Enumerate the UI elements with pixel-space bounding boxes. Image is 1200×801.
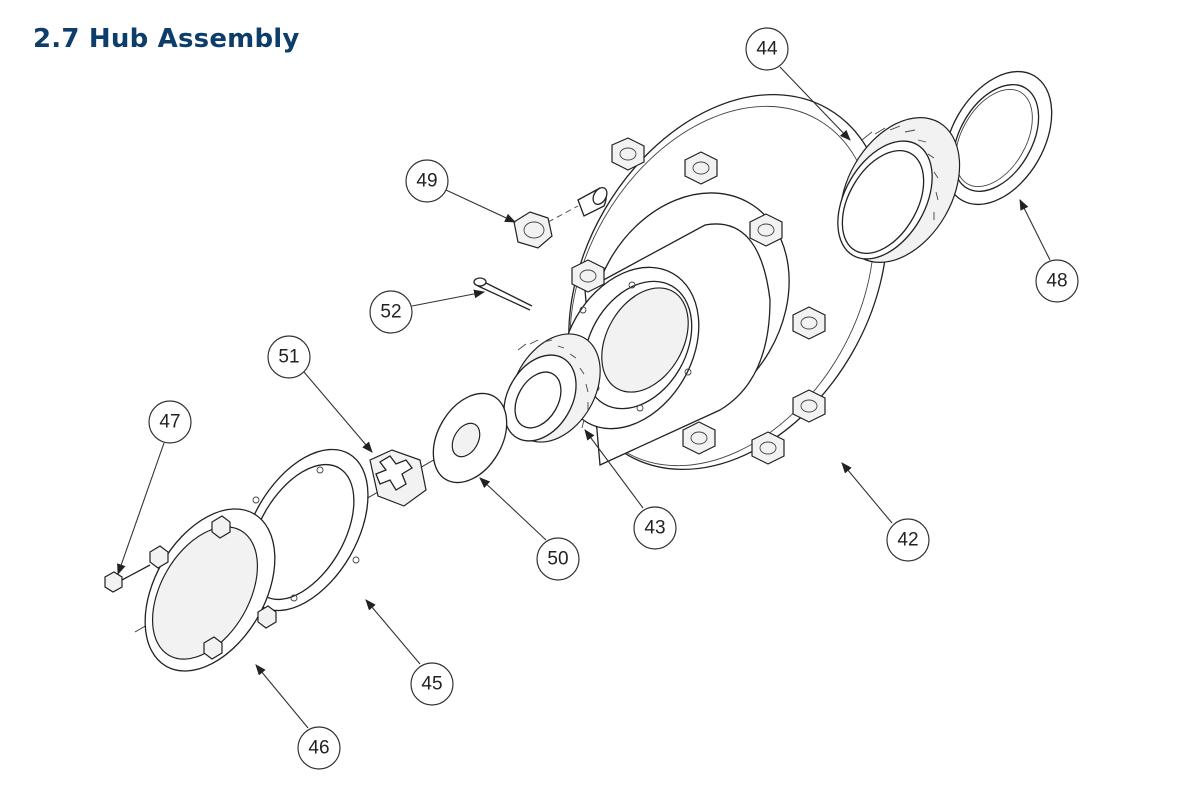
callout-44-label: 44 bbox=[756, 39, 778, 60]
hub-cap-46 bbox=[144, 508, 277, 672]
callout-47: 47 bbox=[117, 400, 192, 576]
bearing-cone-44 bbox=[837, 117, 961, 263]
callout-43-label: 43 bbox=[644, 518, 665, 539]
castle-nut-51 bbox=[369, 449, 427, 507]
bolt-47 bbox=[104, 564, 151, 593]
cotter-pin-52 bbox=[473, 277, 533, 311]
callout-52: 52 bbox=[369, 289, 486, 334]
callout-42: 42 bbox=[841, 462, 930, 562]
callout-51: 51 bbox=[267, 335, 373, 453]
callout-46-label: 46 bbox=[308, 738, 329, 759]
hub-42 bbox=[560, 93, 888, 471]
callout-44: 44 bbox=[745, 27, 851, 141]
callout-50-label: 50 bbox=[547, 549, 568, 570]
callout-42-label: 42 bbox=[897, 530, 918, 551]
callout-43: 43 bbox=[584, 429, 677, 550]
bearing-cone-43 bbox=[503, 333, 601, 443]
callout-48: 48 bbox=[1019, 199, 1079, 303]
callout-45: 45 bbox=[365, 599, 454, 706]
callout-49: 49 bbox=[405, 159, 516, 223]
callout-49-label: 49 bbox=[416, 171, 437, 192]
callout-46: 46 bbox=[255, 664, 341, 770]
callout-45-label: 45 bbox=[421, 674, 442, 695]
callout-52-label: 52 bbox=[380, 302, 401, 323]
lug-nut-49 bbox=[513, 205, 579, 249]
callout-51-label: 51 bbox=[278, 347, 299, 368]
page-title: 2.7 Hub Assembly bbox=[33, 24, 300, 54]
callout-50: 50 bbox=[479, 477, 580, 581]
washer-50 bbox=[432, 392, 508, 484]
bearing-cup-48 bbox=[943, 70, 1053, 206]
callout-48-label: 48 bbox=[1046, 271, 1067, 292]
callout-47-label: 47 bbox=[159, 412, 180, 433]
